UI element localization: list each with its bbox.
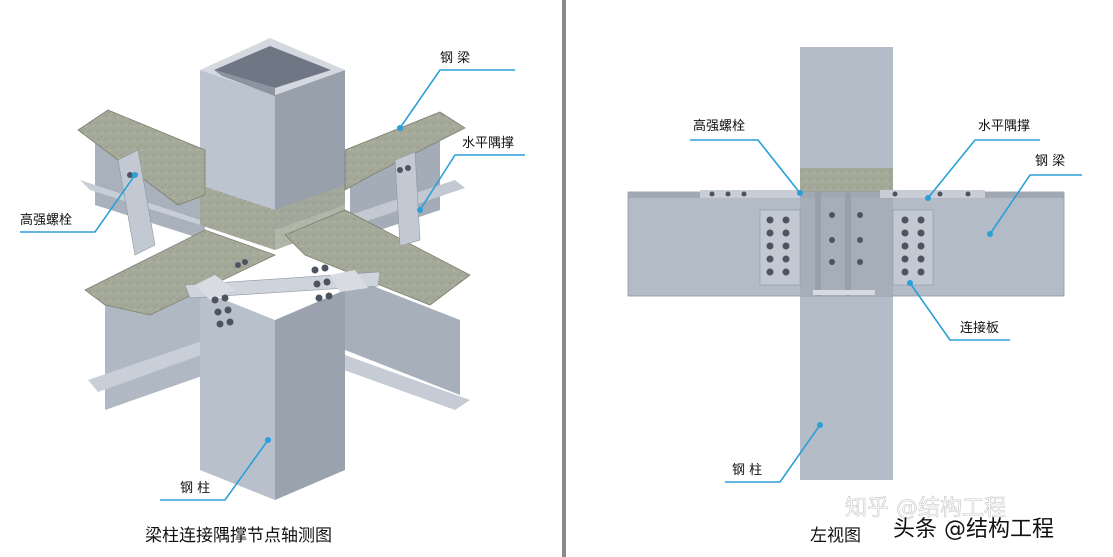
label-bolt-3d: 高强螺栓: [20, 212, 72, 228]
concrete-band-side: [800, 168, 893, 192]
leader-brace-left: [417, 154, 525, 213]
watermark-zhihu: 知乎 @结构工程: [845, 496, 1006, 521]
label-column-3d: 钢 柱: [180, 481, 210, 496]
concrete-slab-arms: [77, 109, 471, 316]
bolt-group-side-right: [901, 216, 925, 276]
label-brace-side: 水平隅撑: [978, 119, 1030, 134]
leader-plate-right: [907, 280, 1010, 341]
side-view: 高强螺栓 水平隅撑 钢 梁 连接板 钢 柱 左视图: [627, 47, 1082, 546]
bolt-group-side-left: [766, 216, 790, 276]
beam-front-right: [330, 275, 470, 410]
label-plate-side: 连接板: [960, 320, 999, 336]
bolt-group-3d: [127, 165, 411, 328]
watermark-toutiao: 头条 @结构工程: [893, 517, 1054, 542]
steel-beam-side: [627, 190, 1065, 297]
leader-beam-left: [397, 69, 515, 131]
caption-axonometric: 梁柱连接隅撑节点轴测图: [145, 526, 332, 546]
horizontal-braces: [117, 149, 421, 300]
bolt-group-side-web: [709, 191, 971, 265]
leader-bolt-left: [20, 172, 138, 233]
steel-column-3d: [200, 38, 345, 500]
label-beam-side: 钢 梁: [1035, 154, 1065, 169]
axonometric-view: 钢 梁 水平隅撑 高强螺栓 钢 柱 梁柱连接隅撑节点轴测图: [20, 38, 525, 546]
leader-column-right: [725, 422, 823, 483]
label-brace-3d: 水平隅撑: [462, 136, 514, 151]
panel-divider: [562, 0, 566, 557]
label-bolt-side: 高强螺栓: [693, 118, 745, 134]
leader-column-left: [160, 437, 271, 501]
label-beam-3d: 钢 梁: [440, 51, 470, 66]
leader-beam-right: [987, 174, 1082, 237]
leader-bolt-right: [690, 139, 803, 196]
caption-side-view: 左视图: [810, 526, 861, 546]
leader-brace-right: [925, 139, 1040, 201]
label-column-side: 钢 柱: [732, 463, 762, 478]
